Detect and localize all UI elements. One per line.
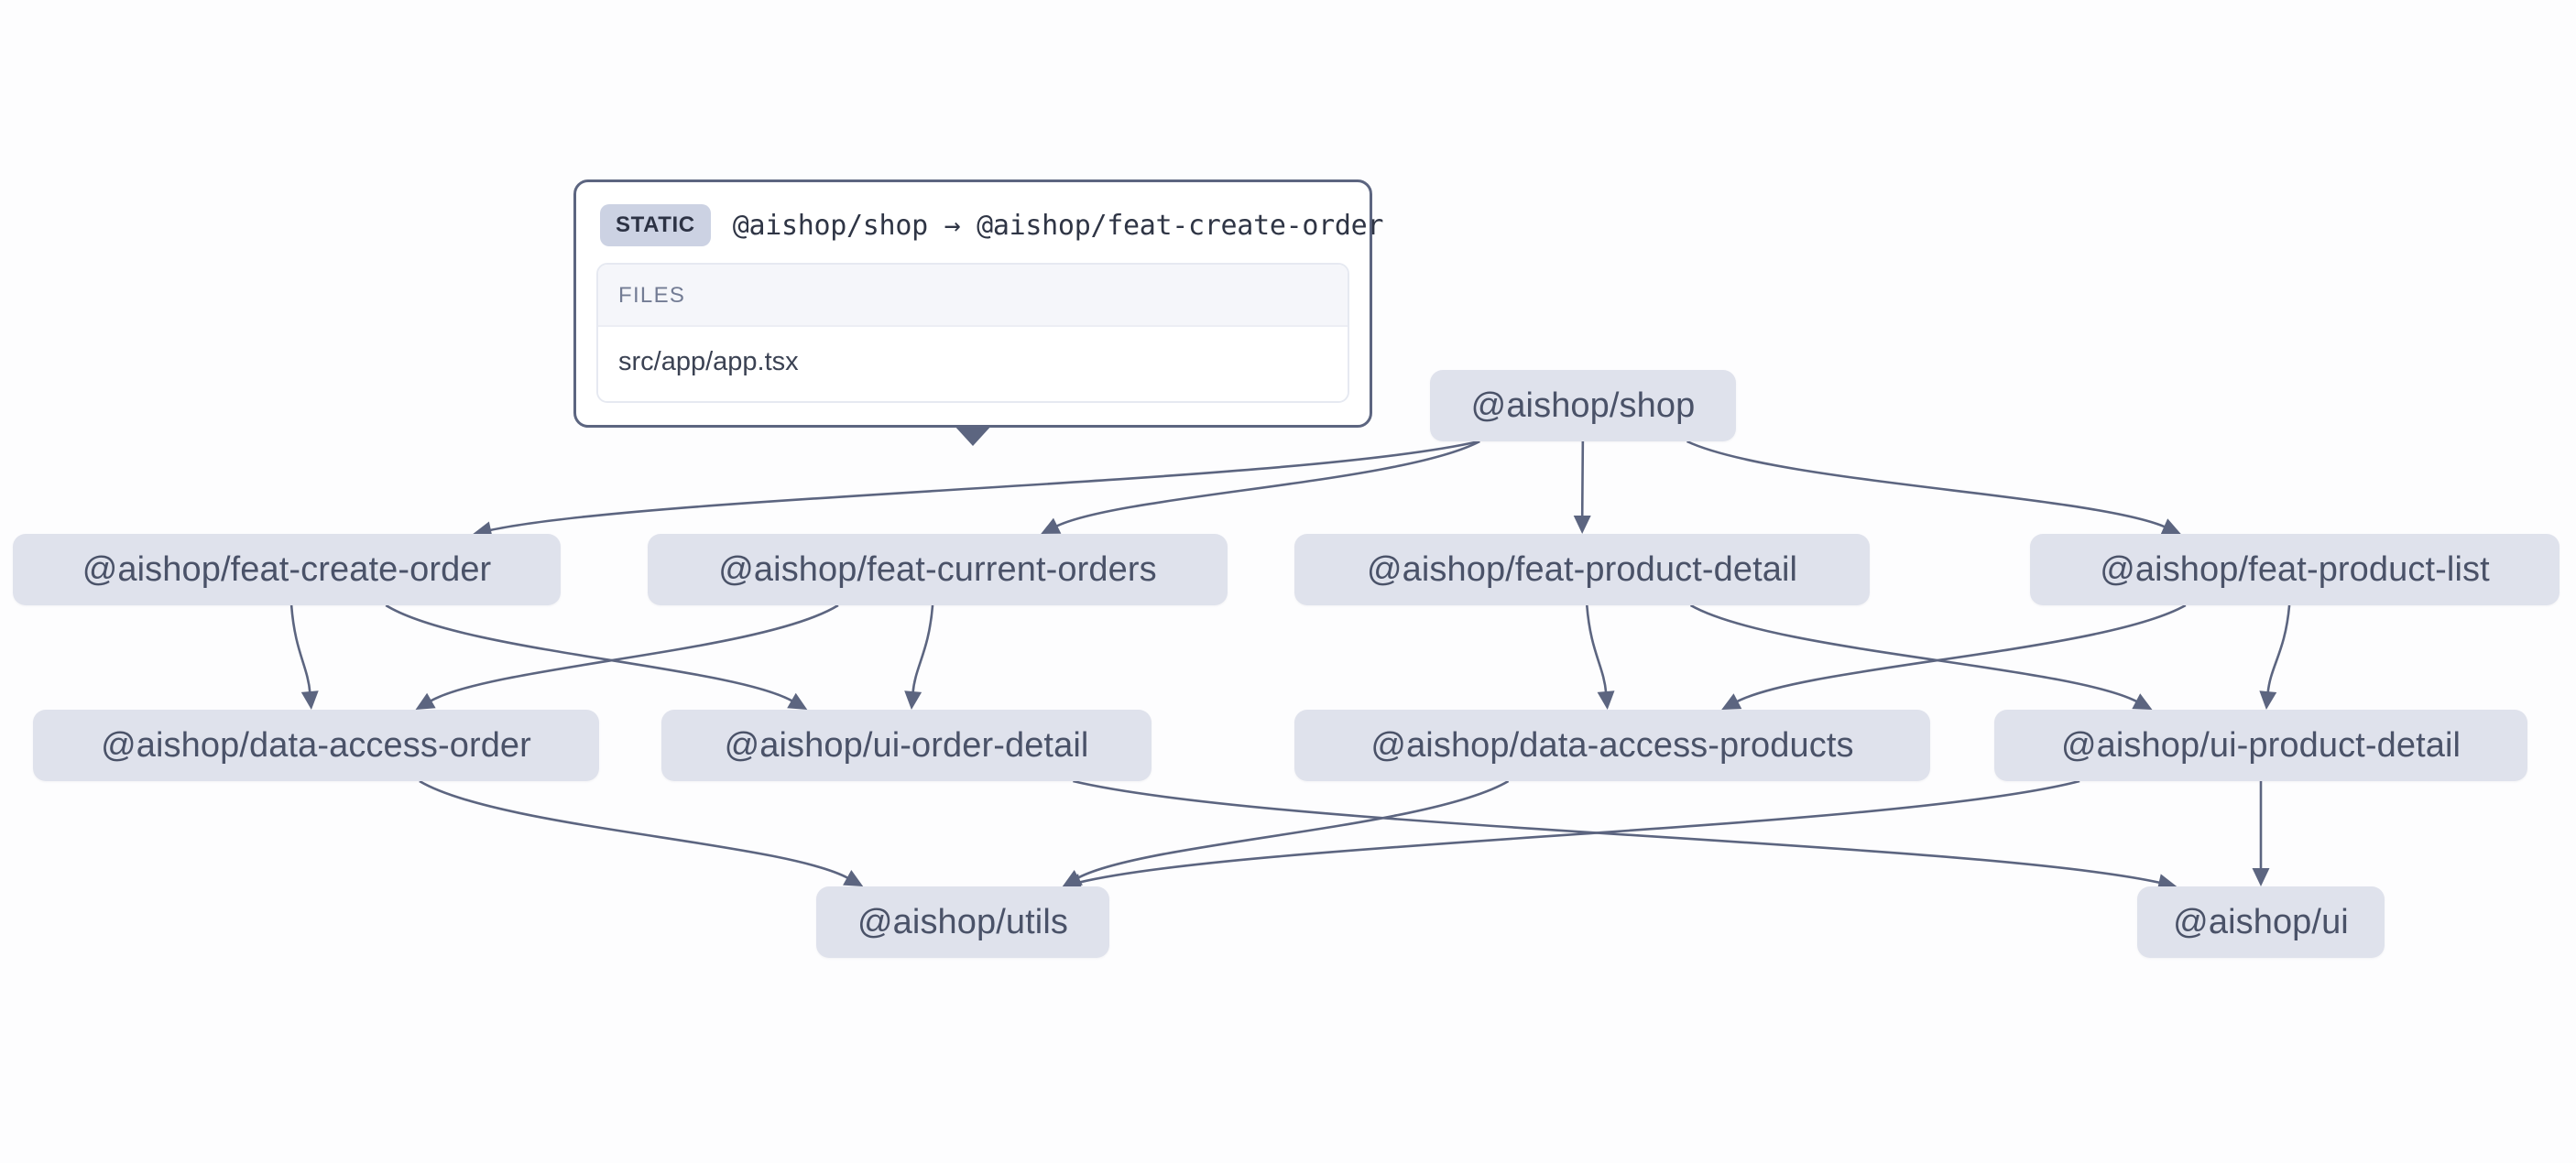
graph-node-ui[interactable]: @aishop/ui bbox=[2137, 886, 2385, 958]
graph-node-label: @aishop/utils bbox=[857, 902, 1068, 941]
graph-edge-feat-product-list-to-data-access-products[interactable] bbox=[1735, 603, 2187, 703]
graph-edge-feat-product-detail-to-data-access-products[interactable] bbox=[1585, 604, 1608, 693]
graph-node-ui-order-detail[interactable]: @aishop/ui-order-detail bbox=[661, 710, 1152, 781]
graph-edge-data-access-order-to-utils[interactable] bbox=[419, 779, 849, 880]
edge-tooltip-header: STATIC @aishop/shop → @aishop/feat-creat… bbox=[596, 201, 1383, 263]
edge-type-badge: STATIC bbox=[600, 204, 711, 246]
graph-node-utils[interactable]: @aishop/utils bbox=[816, 886, 1109, 958]
graph-edge-feat-product-detail-to-ui-product-detail[interactable] bbox=[1689, 603, 2138, 703]
graph-node-data-access-order[interactable]: @aishop/data-access-order bbox=[33, 710, 599, 781]
tooltip-pointer-icon bbox=[954, 425, 992, 446]
graph-edge-arrowhead-icon bbox=[2252, 868, 2270, 886]
graph-node-label: @aishop/ui-order-detail bbox=[724, 725, 1089, 765]
edge-files-panel: FILES src/app/app.tsx bbox=[596, 263, 1349, 403]
graph-edge-feat-create-order-to-ui-order-detail[interactable] bbox=[385, 603, 793, 702]
graph-edge-feat-create-order-to-data-access-order[interactable] bbox=[289, 604, 311, 693]
graph-edge-arrowhead-icon bbox=[1573, 515, 1591, 534]
graph-node-feat-current-orders[interactable]: @aishop/feat-current-orders bbox=[648, 534, 1228, 605]
graph-node-label: @aishop/feat-current-orders bbox=[718, 549, 1157, 589]
graph-node-label: @aishop/shop bbox=[1470, 386, 1696, 425]
graph-node-label: @aishop/feat-product-list bbox=[2100, 549, 2490, 589]
graph-node-label: @aishop/data-access-order bbox=[101, 725, 531, 765]
graph-edge-ui-order-detail-to-ui[interactable] bbox=[1073, 779, 2161, 885]
graph-edge-shop-to-feat-current-orders[interactable] bbox=[1055, 440, 1480, 528]
graph-node-label: @aishop/feat-create-order bbox=[82, 549, 492, 589]
graph-node-feat-product-list[interactable]: @aishop/feat-product-list bbox=[2030, 534, 2560, 605]
graph-edge-arrowhead-icon bbox=[2259, 690, 2277, 710]
graph-edge-arrowhead-icon bbox=[904, 690, 922, 710]
graph-edge-shop-to-feat-create-order[interactable] bbox=[489, 440, 1479, 532]
graph-node-feat-product-detail[interactable]: @aishop/feat-product-detail bbox=[1294, 534, 1870, 605]
graph-edge-ui-product-detail-to-utils[interactable] bbox=[1078, 779, 2080, 884]
graph-edge-arrowhead-icon bbox=[787, 692, 808, 710]
graph-edge-arrowhead-icon bbox=[1721, 693, 1742, 710]
graph-edge-arrowhead-icon bbox=[1597, 690, 1615, 710]
graph-edge-feat-current-orders-to-ui-order-detail[interactable] bbox=[911, 604, 934, 693]
graph-edge-arrowhead-icon bbox=[300, 690, 319, 710]
graph-edge-shop-to-feat-product-detail[interactable] bbox=[1580, 440, 1585, 517]
edge-file-item[interactable]: src/app/app.tsx bbox=[598, 327, 1348, 401]
graph-node-label: @aishop/ui bbox=[2173, 902, 2349, 941]
graph-node-label: @aishop/ui-product-detail bbox=[2060, 725, 2461, 765]
graph-edge-arrowhead-icon bbox=[2132, 693, 2153, 710]
graph-edge-arrowhead-icon bbox=[1041, 517, 1062, 534]
graph-node-ui-product-detail[interactable]: @aishop/ui-product-detail bbox=[1994, 710, 2527, 781]
edge-tooltip-title: @aishop/shop → @aishop/feat-create-order bbox=[732, 209, 1384, 242]
edge-tooltip-card[interactable]: STATIC @aishop/shop → @aishop/feat-creat… bbox=[573, 179, 1383, 446]
graph-node-label: @aishop/data-access-products bbox=[1370, 725, 1854, 765]
graph-edge-arrowhead-icon bbox=[1062, 870, 1083, 886]
graph-edge-feat-current-orders-to-data-access-order[interactable] bbox=[429, 603, 839, 702]
graph-node-feat-create-order[interactable]: @aishop/feat-create-order bbox=[13, 534, 561, 605]
graph-node-data-access-products[interactable]: @aishop/data-access-products bbox=[1294, 710, 1930, 781]
edge-files-panel-header: FILES bbox=[598, 265, 1348, 327]
graph-edge-arrowhead-icon bbox=[2160, 518, 2181, 535]
graph-edge-feat-product-list-to-ui-product-detail[interactable] bbox=[2266, 604, 2291, 693]
graph-edge-arrowhead-icon bbox=[843, 869, 864, 886]
graph-edge-arrowhead-icon bbox=[415, 692, 436, 710]
graph-edge-data-access-products-to-utils[interactable] bbox=[1076, 779, 1510, 880]
graph-node-label: @aishop/feat-product-detail bbox=[1366, 549, 1798, 589]
graph-edge-shop-to-feat-product-list[interactable] bbox=[1686, 440, 2167, 528]
graph-node-shop[interactable]: @aishop/shop bbox=[1430, 370, 1736, 441]
